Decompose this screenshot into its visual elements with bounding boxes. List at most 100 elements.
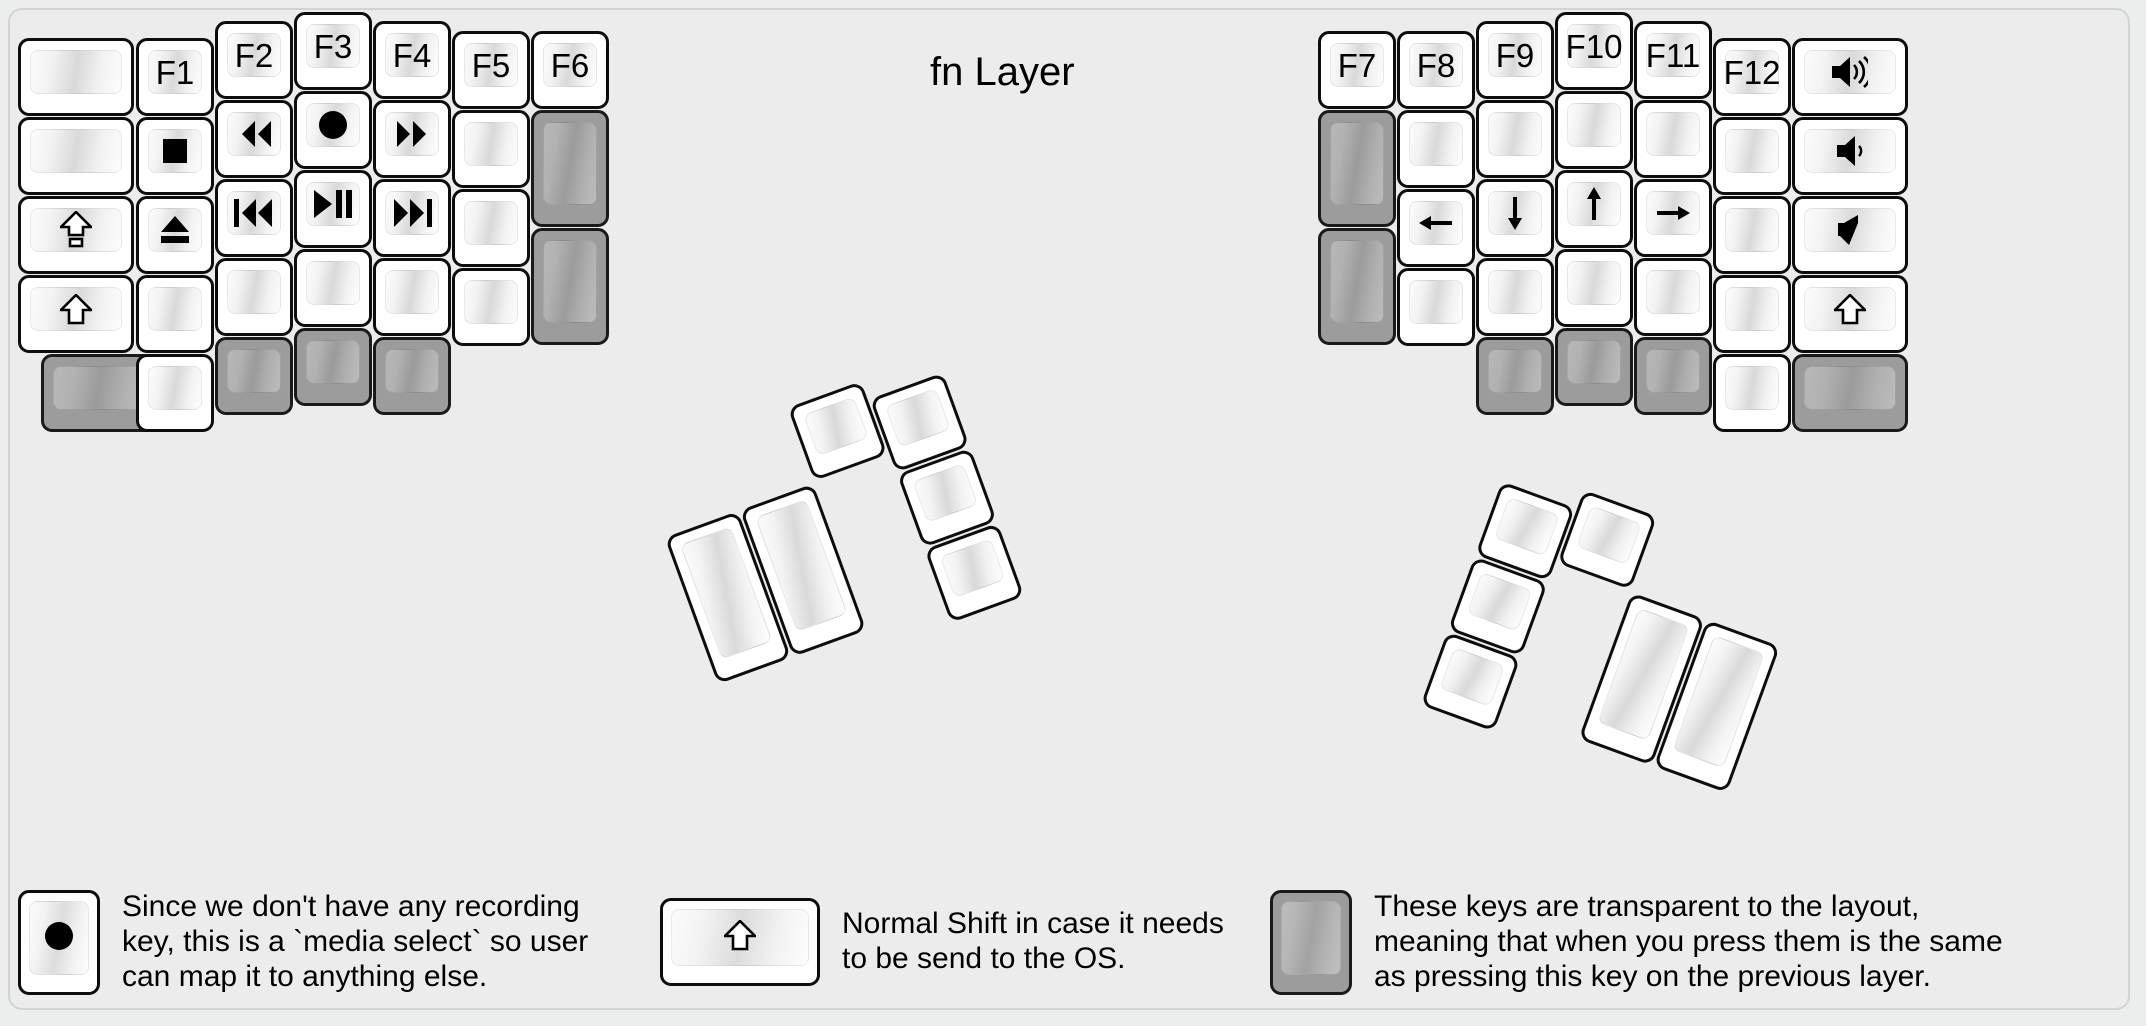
key-col-index-1[interactable] [373, 100, 451, 178]
key-col-index-1[interactable] [1476, 100, 1554, 178]
keycap-surface [1567, 340, 1621, 384]
key-col-index-inner-1[interactable] [1397, 110, 1475, 188]
key-col-inner-2[interactable] [531, 228, 609, 345]
key-col-middle-0[interactable]: F10 [1555, 12, 1633, 90]
key-col-pinky-outer-4[interactable] [1792, 354, 1908, 432]
key-col-pinky-outer-1[interactable] [1792, 117, 1908, 195]
key-col-pinky-outer-1[interactable] [18, 117, 134, 195]
keycap-surface [1330, 240, 1384, 323]
key-col-pinky-1[interactable] [136, 117, 214, 195]
key-col-pinky-3[interactable] [136, 275, 214, 353]
key-col-pinky-outer-3[interactable] [1792, 275, 1908, 353]
legend-text-0: Since we don't have any recording key, t… [122, 890, 589, 993]
key-col-inner-0[interactable]: F6 [531, 31, 609, 109]
key-col-index-inner-0[interactable]: F5 [452, 31, 530, 109]
keycap-surface [1488, 112, 1542, 156]
keycap-surface [1576, 505, 1642, 566]
key-col-inner-1[interactable] [531, 110, 609, 227]
keycap-surface [1804, 366, 1896, 410]
key-col-pinky-outer-0[interactable] [18, 38, 134, 116]
keycap-surface [1567, 261, 1621, 305]
key-col-pinky-0[interactable]: F12 [1713, 38, 1791, 116]
keycap-surface [1725, 50, 1779, 94]
key-col-inner-0[interactable]: F7 [1318, 31, 1396, 109]
key-col-inner-2[interactable] [1318, 228, 1396, 345]
key-col-index-3[interactable] [1476, 258, 1554, 336]
key-col-middle-0[interactable]: F3 [294, 12, 372, 90]
keycap-surface [385, 349, 439, 393]
record-icon [43, 920, 75, 957]
key-col-pinky-2[interactable] [1713, 196, 1791, 274]
key-col-middle-2[interactable] [294, 170, 372, 248]
keycap-surface [1409, 43, 1463, 87]
key-col-ring-1[interactable] [1634, 100, 1712, 178]
key-col-pinky-outer-2[interactable] [1792, 196, 1908, 274]
key-col-index-inner-0[interactable]: F8 [1397, 31, 1475, 109]
key-col-ring-0[interactable]: F11 [1634, 21, 1712, 99]
keycap-surface [1567, 103, 1621, 147]
key-col-index-inner-1[interactable] [452, 110, 530, 188]
keycap-surface [306, 261, 360, 305]
key-col-ring-3[interactable] [215, 258, 293, 336]
key-col-ring-0[interactable]: F2 [215, 21, 293, 99]
key-col-pinky-outer-3[interactable] [18, 275, 134, 353]
key-col-pinky-0[interactable]: F1 [136, 38, 214, 116]
keycap-surface [802, 396, 869, 457]
legend-key-sample-2 [1270, 890, 1352, 995]
keycap-surface [1725, 208, 1779, 252]
keycap-surface [385, 33, 439, 77]
key-col-pinky-1[interactable] [1713, 117, 1791, 195]
keycap-surface [1804, 208, 1896, 252]
key-col-index-inner-3[interactable] [1397, 268, 1475, 346]
key-col-middle-3[interactable] [294, 249, 372, 327]
keycap-surface [464, 201, 518, 245]
keycap-surface [1646, 349, 1700, 393]
key-col-pinky-2[interactable] [136, 196, 214, 274]
key-col-index-0[interactable]: F4 [373, 21, 451, 99]
key-col-ring-4[interactable] [1634, 337, 1712, 415]
keycap-surface [148, 129, 202, 173]
key-col-middle-3[interactable] [1555, 249, 1633, 327]
keycap-surface [1409, 280, 1463, 324]
keycap-surface [30, 287, 122, 331]
key-col-inner-1[interactable] [1318, 110, 1396, 227]
key-col-pinky-outer-2[interactable] [18, 196, 134, 274]
keycap-surface [543, 122, 597, 205]
keycap-surface [385, 191, 439, 235]
keycap-surface [385, 112, 439, 156]
key-col-middle-1[interactable] [1555, 91, 1633, 169]
keycap-surface [1567, 182, 1621, 226]
keycap-surface [1488, 270, 1542, 314]
key-col-index-2[interactable] [1476, 179, 1554, 257]
legend-item-0: Since we don't have any recording key, t… [18, 890, 588, 995]
key-col-index-4[interactable] [1476, 337, 1554, 415]
key-col-middle-1[interactable] [294, 91, 372, 169]
key-col-middle-4[interactable] [1555, 328, 1633, 406]
key-col-ring-2[interactable] [215, 179, 293, 257]
key-col-index-0[interactable]: F9 [1476, 21, 1554, 99]
keycap-surface [1494, 496, 1560, 557]
key-col-middle-2[interactable] [1555, 170, 1633, 248]
keycap-surface [1466, 571, 1533, 632]
key-col-middle-4[interactable] [294, 328, 372, 406]
key-col-ring-2[interactable] [1634, 179, 1712, 257]
key-col-index-inner-2[interactable] [1397, 189, 1475, 267]
keycap-surface [1725, 366, 1779, 410]
key-col-ring-1[interactable] [215, 100, 293, 178]
key-col-ring-3[interactable] [1634, 258, 1712, 336]
keycap-surface [148, 208, 202, 252]
keycap-surface [1804, 50, 1896, 94]
key-col-index-inner-3[interactable] [452, 268, 530, 346]
key-col-index-4[interactable] [373, 337, 451, 415]
key-col-pinky-outer-0[interactable] [1792, 38, 1908, 116]
key-col-pinky-4[interactable] [136, 354, 214, 432]
key-col-index-inner-2[interactable] [452, 189, 530, 267]
key-col-ring-4[interactable] [215, 337, 293, 415]
key-col-index-3[interactable] [373, 258, 451, 336]
key-col-pinky-3[interactable] [1713, 275, 1791, 353]
keycap-surface [148, 50, 202, 94]
keycap-surface [1409, 201, 1463, 245]
key-col-index-2[interactable] [373, 179, 451, 257]
key-col-pinky-4[interactable] [1713, 354, 1791, 432]
keycap-surface [1488, 33, 1542, 77]
